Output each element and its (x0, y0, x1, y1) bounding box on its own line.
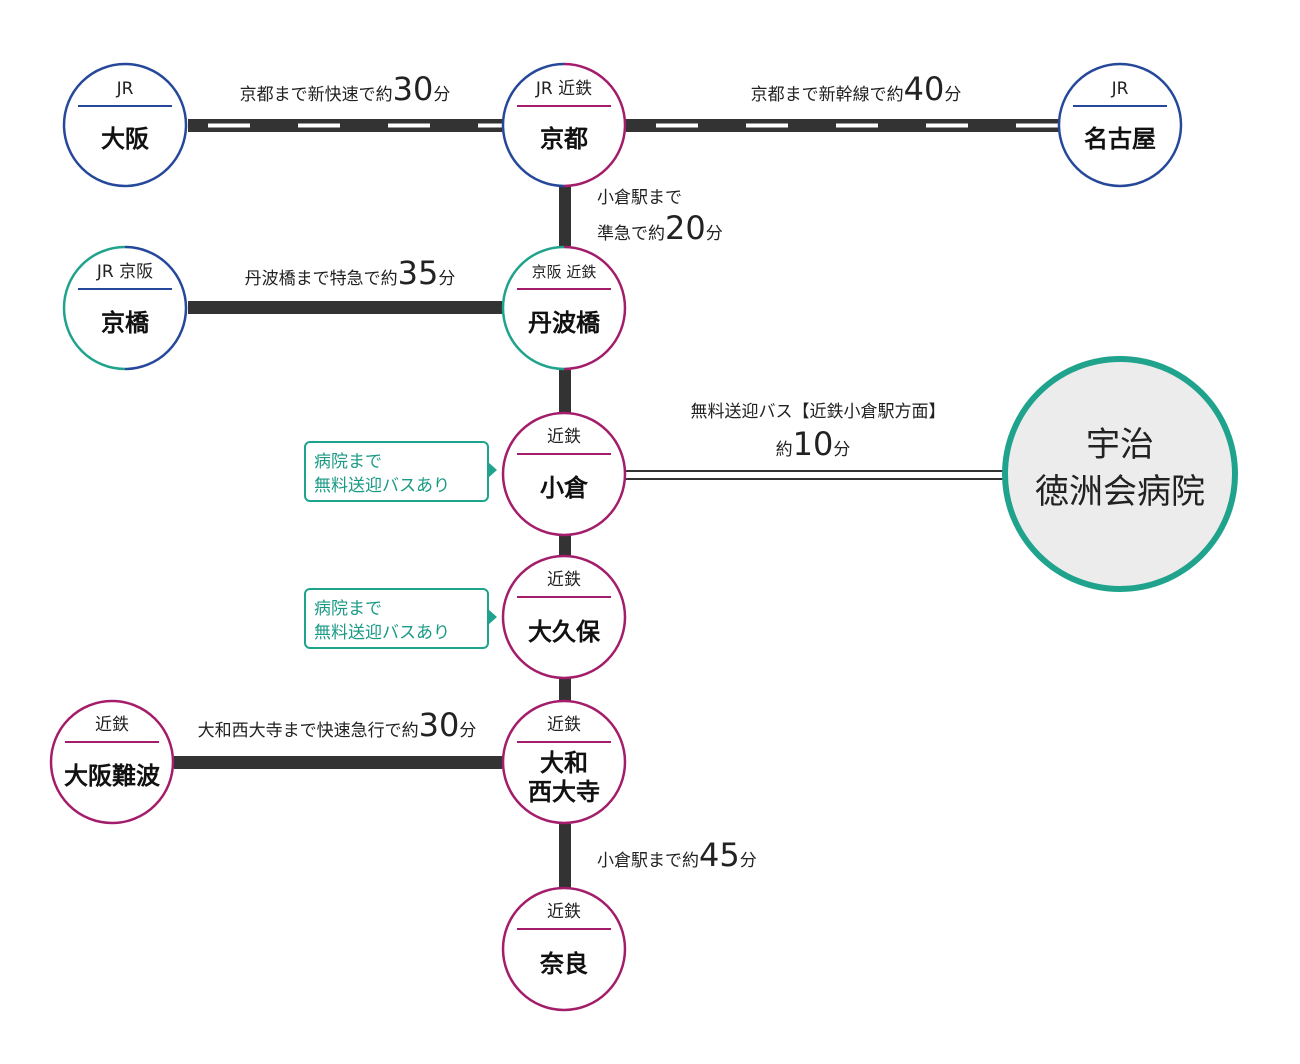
station-name: 大阪難波 (64, 762, 161, 790)
note-line2: 無料送迎バスあり (314, 476, 450, 496)
station-line-label: JR 京阪 (96, 262, 153, 282)
station-name: 奈良 (539, 950, 588, 978)
station-name-line2: 西大寺 (528, 778, 600, 806)
route-label-saidaiji-nara: 小倉駅まで約45分 (597, 836, 757, 874)
station-line-label: 近鉄 (547, 570, 581, 590)
tracks (174, 119, 1060, 888)
station-ring-jr (501, 62, 565, 188)
route-label-kyobashi-tambabashi: 丹波橋まで特急で約35分 (245, 254, 456, 292)
station-line-label: JR 近鉄 (535, 79, 592, 99)
station-name: 名古屋 (1084, 125, 1156, 153)
station-name: 大久保 (528, 618, 601, 646)
station-ogura: 近鉄 小倉 (501, 411, 627, 537)
station-nagoya: JR 名古屋 (1057, 62, 1183, 188)
station-ring-kintetsu (563, 62, 627, 188)
station-line-label: 近鉄 (95, 715, 129, 735)
station-okubo: 近鉄 大久保 (501, 554, 627, 680)
track-kyoto-tambabashi (559, 186, 571, 246)
route-label-namba-saidaiji: 大和西大寺まで快速急行で約30分 (198, 706, 477, 744)
station-namba: 近鉄 大阪難波 (49, 699, 175, 825)
note-line1: 病院まで (314, 452, 382, 472)
station-name: 大阪 (101, 125, 149, 153)
station-kyoto: JR 近鉄 京都 (501, 62, 627, 188)
hospital-name-line1: 宇治 (1086, 425, 1154, 465)
station-line-label: 京阪 近鉄 (532, 263, 597, 281)
station-ring (501, 699, 627, 825)
station-name: 京橋 (101, 309, 150, 337)
note-line1: 病院まで (314, 599, 382, 619)
track-ogura-okubo (559, 532, 571, 558)
station-line-label: 近鉄 (547, 715, 581, 735)
station-ring-jr (124, 245, 188, 371)
station-ring (501, 554, 627, 680)
hospital: 宇治 徳洲会病院 (1002, 356, 1238, 592)
route-label-osaka-kyoto: 京都まで新快速で約30分 (240, 70, 451, 108)
note-arrow-icon (488, 462, 497, 478)
station-ring-kintetsu (563, 245, 627, 371)
track-namba-saidaiji (174, 756, 502, 769)
note-ogura: 病院まで 無料送迎バスあり (304, 441, 497, 502)
track-tambabashi-ogura (559, 370, 571, 415)
station-line-label: JR (1111, 79, 1129, 99)
station-saidaiji: 近鉄 大和 西大寺 (501, 699, 627, 825)
station-name: 小倉 (540, 474, 589, 502)
note-arrow-icon (488, 609, 497, 625)
station-name-line1: 大和 (540, 749, 588, 777)
station-ring (62, 62, 188, 188)
station-ring-keihan (501, 245, 565, 371)
track-okubo-saidaiji (559, 678, 571, 702)
station-tambabashi: 京阪 近鉄 丹波橋 (501, 245, 627, 371)
note-line2: 無料送迎バスあり (314, 623, 450, 643)
station-nara: 近鉄 奈良 (501, 886, 627, 1012)
station-osaka: JR 大阪 (62, 62, 188, 188)
track-osaka-kyoto (188, 119, 502, 132)
route-label-kyoto-tambabashi-line1: 小倉駅まで (597, 188, 682, 208)
route-label-kyoto-nagoya: 京都まで新幹線で約40分 (751, 70, 962, 108)
station-ring-keihan (62, 245, 126, 371)
station-name: 京都 (540, 125, 588, 153)
station-ring (49, 699, 175, 825)
station-ring (501, 411, 627, 537)
hospital-name-line2: 徳洲会病院 (1035, 472, 1205, 512)
route-label-bus-line2: 約10分 (776, 425, 851, 463)
note-okubo: 病院まで 無料送迎バスあり (304, 588, 497, 649)
track-kyobashi-tambabashi (188, 301, 502, 314)
route-label-bus-line1: 無料送迎バス【近鉄小倉駅方面】 (691, 402, 946, 422)
station-line-label: JR (116, 79, 134, 99)
station-line-label: 近鉄 (547, 427, 581, 447)
station-line-label: 近鉄 (547, 902, 581, 922)
station-kyobashi: JR 京阪 京橋 (62, 245, 188, 371)
station-ring (1057, 62, 1183, 188)
hospital-circle (1002, 356, 1238, 592)
station-ring (501, 886, 627, 1012)
route-label-kyoto-tambabashi-line2: 準急で約20分 (597, 209, 723, 247)
station-name: 丹波橋 (528, 309, 601, 337)
track-saidaiji-nara (559, 824, 571, 888)
